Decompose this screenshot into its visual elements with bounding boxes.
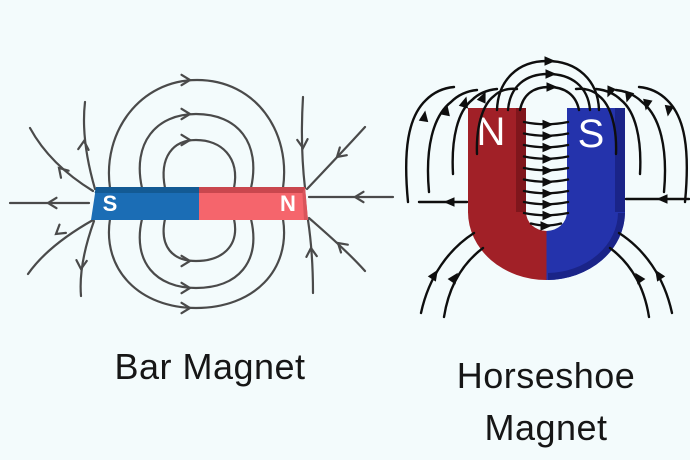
arrowhead-icon — [418, 109, 430, 123]
field-line — [608, 246, 651, 319]
field-line — [574, 87, 618, 156]
field-line — [162, 217, 237, 263]
field-line — [637, 85, 688, 204]
field-line — [419, 231, 476, 315]
horseshoe-magnet-caption: Horseshoe Magnet — [396, 350, 690, 454]
arrowhead-icon — [542, 210, 554, 221]
field-line — [442, 246, 485, 319]
horseshoe-caption-line1: Horseshoe — [456, 355, 636, 396]
field-line — [307, 216, 367, 273]
arrowhead-icon — [443, 197, 455, 207]
bar-magnet-shape: S N — [91, 187, 308, 220]
field-line — [405, 85, 456, 204]
bar-magnet-south-bevel — [94, 187, 199, 193]
arrowhead-icon — [542, 142, 554, 153]
field-line — [28, 126, 95, 193]
field-line — [305, 125, 367, 191]
field-line — [138, 112, 255, 190]
arrowhead-icon — [542, 177, 554, 187]
arrowhead-icon — [663, 104, 675, 118]
horseshoe-bend-blue-half — [546, 212, 625, 280]
arrowhead-icon — [656, 194, 668, 204]
arrowhead-icon — [603, 85, 617, 100]
horseshoe-south-arm-bevel — [615, 108, 625, 213]
horseshoe-north-arm-bevel — [516, 108, 526, 213]
arrowhead-icon — [542, 119, 554, 130]
horseshoe-bend-red-half — [468, 212, 547, 280]
arrowhead-icon — [545, 69, 557, 79]
bar-magnet-field-lines — [8, 73, 395, 315]
arrowhead-icon — [544, 56, 556, 66]
arrowhead-icon — [542, 199, 554, 210]
bar-magnet-caption: Bar Magnet — [114, 346, 306, 387]
bar-north-pole-label: N — [280, 191, 296, 216]
field-line — [107, 217, 286, 310]
field-line — [79, 219, 96, 298]
horseshoe-south-arm — [567, 108, 615, 213]
field-line — [475, 87, 519, 156]
horseshoe-north-arm — [468, 108, 516, 213]
bar-magnet-right-edge — [302, 187, 308, 220]
horseshoe-bend-blue-shade — [547, 212, 625, 280]
bar-magnet-north-half — [199, 187, 308, 220]
arrowhead-icon — [542, 131, 554, 141]
arrowhead-icon — [51, 223, 67, 240]
arrowhead-icon — [546, 82, 558, 92]
arrowhead-icon — [540, 221, 552, 231]
arrowhead-icon — [542, 165, 554, 176]
horseshoe-south-pole-label: S — [578, 112, 605, 156]
field-line — [162, 138, 237, 190]
arrowhead-icon — [542, 188, 554, 199]
arrowhead-icon — [180, 133, 192, 147]
field-line — [107, 78, 286, 190]
bar-magnet-south-half — [91, 187, 199, 220]
field-line — [26, 218, 95, 276]
arrowhead-icon — [77, 139, 91, 151]
field-line — [426, 88, 479, 194]
field-line — [451, 87, 499, 176]
field-line — [306, 218, 315, 295]
field-line — [300, 95, 307, 190]
field-line — [617, 231, 674, 315]
field-line — [594, 87, 642, 176]
bar-magnet-north-bevel — [199, 187, 306, 193]
bar-south-pole-label: S — [103, 191, 118, 216]
horseshoe-caption-line2: Magnet — [484, 407, 608, 448]
arrowhead-icon — [542, 154, 554, 164]
field-line — [138, 217, 255, 290]
